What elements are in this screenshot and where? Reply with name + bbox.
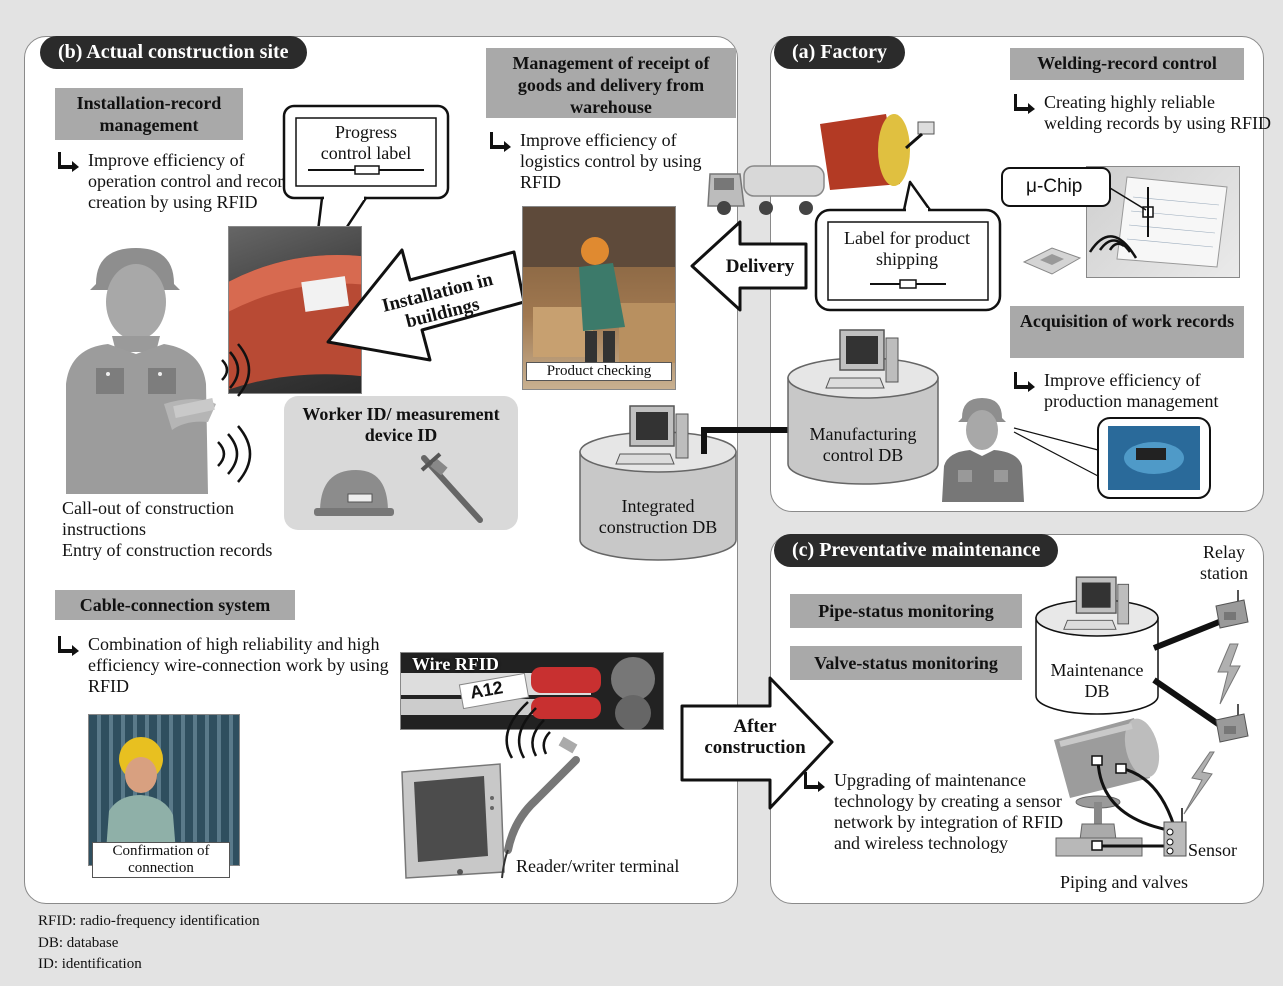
construction-site-title: (b) Actual construction site: [40, 36, 307, 69]
after-construction-label: After construction: [704, 716, 806, 758]
shipping-label-text: Label for product shipping: [844, 228, 970, 269]
worker-silhouette-icon: [942, 398, 1024, 502]
maintenance-title: (c) Preventative maintenance: [774, 534, 1059, 567]
confirmation-caption: Confirmation of connection: [92, 842, 230, 878]
computer-icon: [1063, 576, 1130, 630]
wire-rfid-photo: [400, 652, 664, 730]
bullet-arrow-icon: [1014, 372, 1035, 392]
bullet-arrow-icon: [804, 772, 825, 792]
relay-station-icon: [1215, 704, 1249, 743]
bullet-arrow-icon: [1014, 94, 1035, 114]
cable-connection-text: Combination of high reliability and high…: [88, 634, 389, 696]
after-construction-arrow: [680, 676, 834, 810]
radio-wave-icon: [221, 343, 251, 397]
lightning-icon: [1183, 751, 1215, 815]
confirmation-photo: [88, 714, 240, 866]
welding-photo: [1086, 166, 1240, 278]
cable-connection-box: Cable-connection system: [55, 590, 295, 620]
valve-status-box: Valve-status monitoring: [790, 646, 1022, 680]
relay-station-label: Relay station: [1200, 542, 1248, 583]
goods-management-text: Improve efficiency of logistics control …: [520, 130, 702, 192]
manufacturing-db-label: Manufacturing control DB: [809, 424, 917, 465]
pipe-status-box: Pipe-status monitoring: [790, 594, 1022, 628]
callout-text: Call-out of construction instructions: [62, 498, 234, 539]
worker-silhouette-icon: [66, 248, 216, 494]
computer-icon: [615, 405, 689, 465]
reader-writer-label: Reader/writer terminal: [516, 856, 680, 876]
shipping-label-callout: [814, 180, 1002, 312]
work-record-callout: [1013, 417, 1211, 499]
caliper-icon: [420, 452, 483, 523]
radio-wave-icon: [1088, 235, 1138, 259]
bullet-arrow-icon: [490, 132, 511, 152]
entry-text: Entry of construction records: [62, 540, 273, 560]
radio-wave-icon: [217, 425, 252, 483]
work-records-box: Acquisition of work records: [1010, 306, 1244, 358]
progress-control-label: Progress control label: [320, 122, 412, 163]
welding-record-box: Welding-record control: [1010, 48, 1244, 80]
computer-icon: [825, 329, 899, 389]
upgrade-text: Upgrading of maintenance technology by c…: [834, 770, 1063, 853]
delivery-label: Delivery: [725, 256, 795, 277]
bullet-arrow-icon: [58, 636, 79, 656]
sensor-label: Sensor: [1188, 840, 1237, 860]
wire-rfid-label: Wire RFID: [412, 654, 499, 674]
delivery-arrow: [690, 220, 808, 312]
installation-record-desc: Improve efficiency of operation control …: [58, 150, 308, 213]
footnote-db: DB: database: [38, 935, 119, 951]
pipe-photo: [228, 226, 362, 394]
footnote-rfid: RFID: radio-frequency identification: [38, 913, 260, 929]
relay-links: [1152, 617, 1226, 731]
pipe-end-photo: [816, 104, 946, 194]
welding-record-desc: Creating highly reliable welding records…: [1014, 92, 1276, 134]
sensor-wires: [1091, 755, 1176, 851]
chip-callout: [1001, 167, 1147, 211]
worker-id-label: Worker ID/ measurement device ID: [302, 404, 500, 445]
relay-station-icon: [1215, 590, 1249, 629]
upgrade-desc: Upgrading of maintenance technology by c…: [804, 770, 1070, 854]
reader-pen-icon: [558, 736, 578, 754]
product-checking-caption: Product checking: [526, 362, 672, 381]
bullet-arrow-icon: [58, 152, 79, 172]
installation-record-box: Installation-record management: [55, 88, 243, 140]
sensor-icon: [1163, 808, 1187, 857]
goods-management-desc: Improve efficiency of logistics control …: [490, 130, 740, 193]
installation-arrow: [326, 248, 526, 362]
goods-management-box: Management of receipt of goods and deliv…: [486, 48, 736, 118]
factory-title: (a) Factory: [774, 36, 905, 69]
footnote-id: ID: identification: [38, 956, 142, 972]
maintenance-db-label: Maintenance DB: [1050, 660, 1144, 701]
radio-wave-icon: [505, 701, 551, 759]
db-connection-line: [701, 427, 796, 454]
truck-icon: [707, 165, 825, 215]
chip-label: μ-Chip: [1026, 176, 1083, 197]
welding-record-text: Creating highly reliable welding records…: [1044, 92, 1271, 133]
tablet-icon: [401, 756, 580, 879]
installation-record-text: Improve efficiency of operation control …: [88, 150, 293, 212]
work-records-desc: Improve efficiency of production managem…: [1014, 370, 1280, 412]
lightning-icon: [1217, 643, 1241, 705]
integrated-db-label: Integrated construction DB: [598, 496, 718, 537]
chip-icon: [1022, 247, 1082, 275]
progress-label-callout: [282, 104, 450, 282]
helmet-icon: [314, 470, 394, 516]
piping-label: Piping and valves: [1060, 872, 1188, 892]
cable-connection-desc: Combination of high reliability and high…: [58, 634, 408, 697]
product-checking-photo: [522, 206, 676, 390]
work-records-text: Improve efficiency of production managem…: [1044, 370, 1219, 411]
